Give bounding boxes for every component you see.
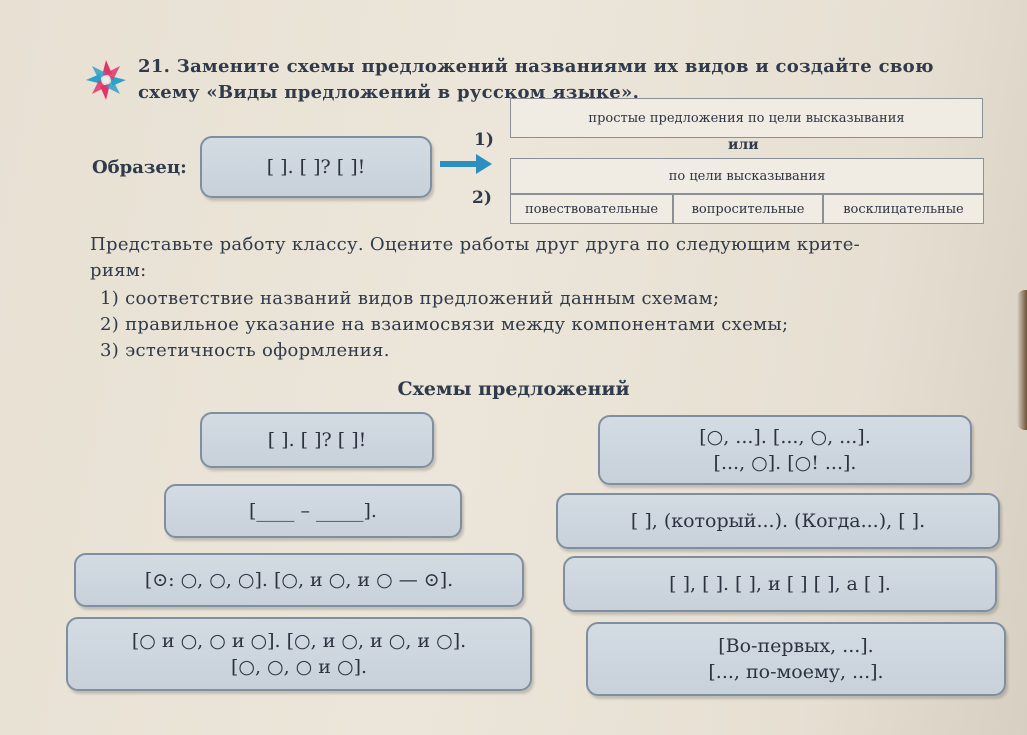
scheme-3: [⊙: ○, ○, ○]. [○, и ○, и ○ — ⊙]. — [74, 553, 524, 607]
task-line-1: 21. Замените схемы предложений названиям… — [138, 56, 934, 77]
variant-number-2: 2) — [472, 188, 492, 208]
intro-line-1: Представьте работу классу. Оцените работ… — [90, 234, 861, 255]
scheme-8: [Во-первых, ...]. [..., по-моему, ...]. — [586, 622, 1006, 696]
variant-number-1: 1) — [474, 130, 494, 150]
box-type-interrogative: вопросительные — [673, 194, 823, 224]
intro-text: Представьте работу классу. Оцените работ… — [90, 232, 1000, 284]
criterion-1: 1) соответствие названий видов предложен… — [100, 288, 720, 309]
criterion-2: 2) правильное указание на взаимосвязи ме… — [100, 314, 789, 335]
box-simple-sentences: простые предложения по цели высказывания — [510, 98, 983, 138]
or-word: или — [728, 137, 759, 153]
arrow-right-icon — [440, 154, 492, 174]
box-type-narrative: повествовательные — [510, 194, 673, 224]
exercise-icon — [86, 60, 126, 100]
criterion-3: 3) эстетичность оформления. — [100, 340, 390, 361]
task-text: 21. Замените схемы предложений названиям… — [138, 54, 998, 106]
box-type-exclamatory: восклицательные — [823, 194, 984, 224]
page-edge-shadow — [1017, 290, 1027, 430]
scheme-1: [ ]. [ ]? [ ]! — [200, 412, 434, 468]
scheme-2: [____ – _____]. — [164, 484, 462, 538]
intro-line-2: риям: — [90, 260, 147, 281]
task-line-2: схему «Виды предложений в русском языке»… — [138, 82, 640, 103]
scheme-7: [ ], [ ]. [ ], и [ ] [ ], а [ ]. — [563, 556, 997, 612]
box-goal: по цели высказывания — [510, 158, 984, 194]
scheme-5: [○, ...]. [..., ○, ...]. [..., ○]. [○! .… — [598, 415, 972, 485]
scheme-4: [○ и ○, ○ и ○]. [○, и ○, и ○, и ○]. [○, … — [66, 617, 532, 691]
sample-scheme: [ ]. [ ]? [ ]! — [200, 136, 432, 198]
scheme-6: [ ], (который...). (Когда...), [ ]. — [556, 493, 1000, 549]
sample-label: Образец: — [92, 157, 187, 178]
schemes-heading: Схемы предложений — [397, 378, 630, 400]
